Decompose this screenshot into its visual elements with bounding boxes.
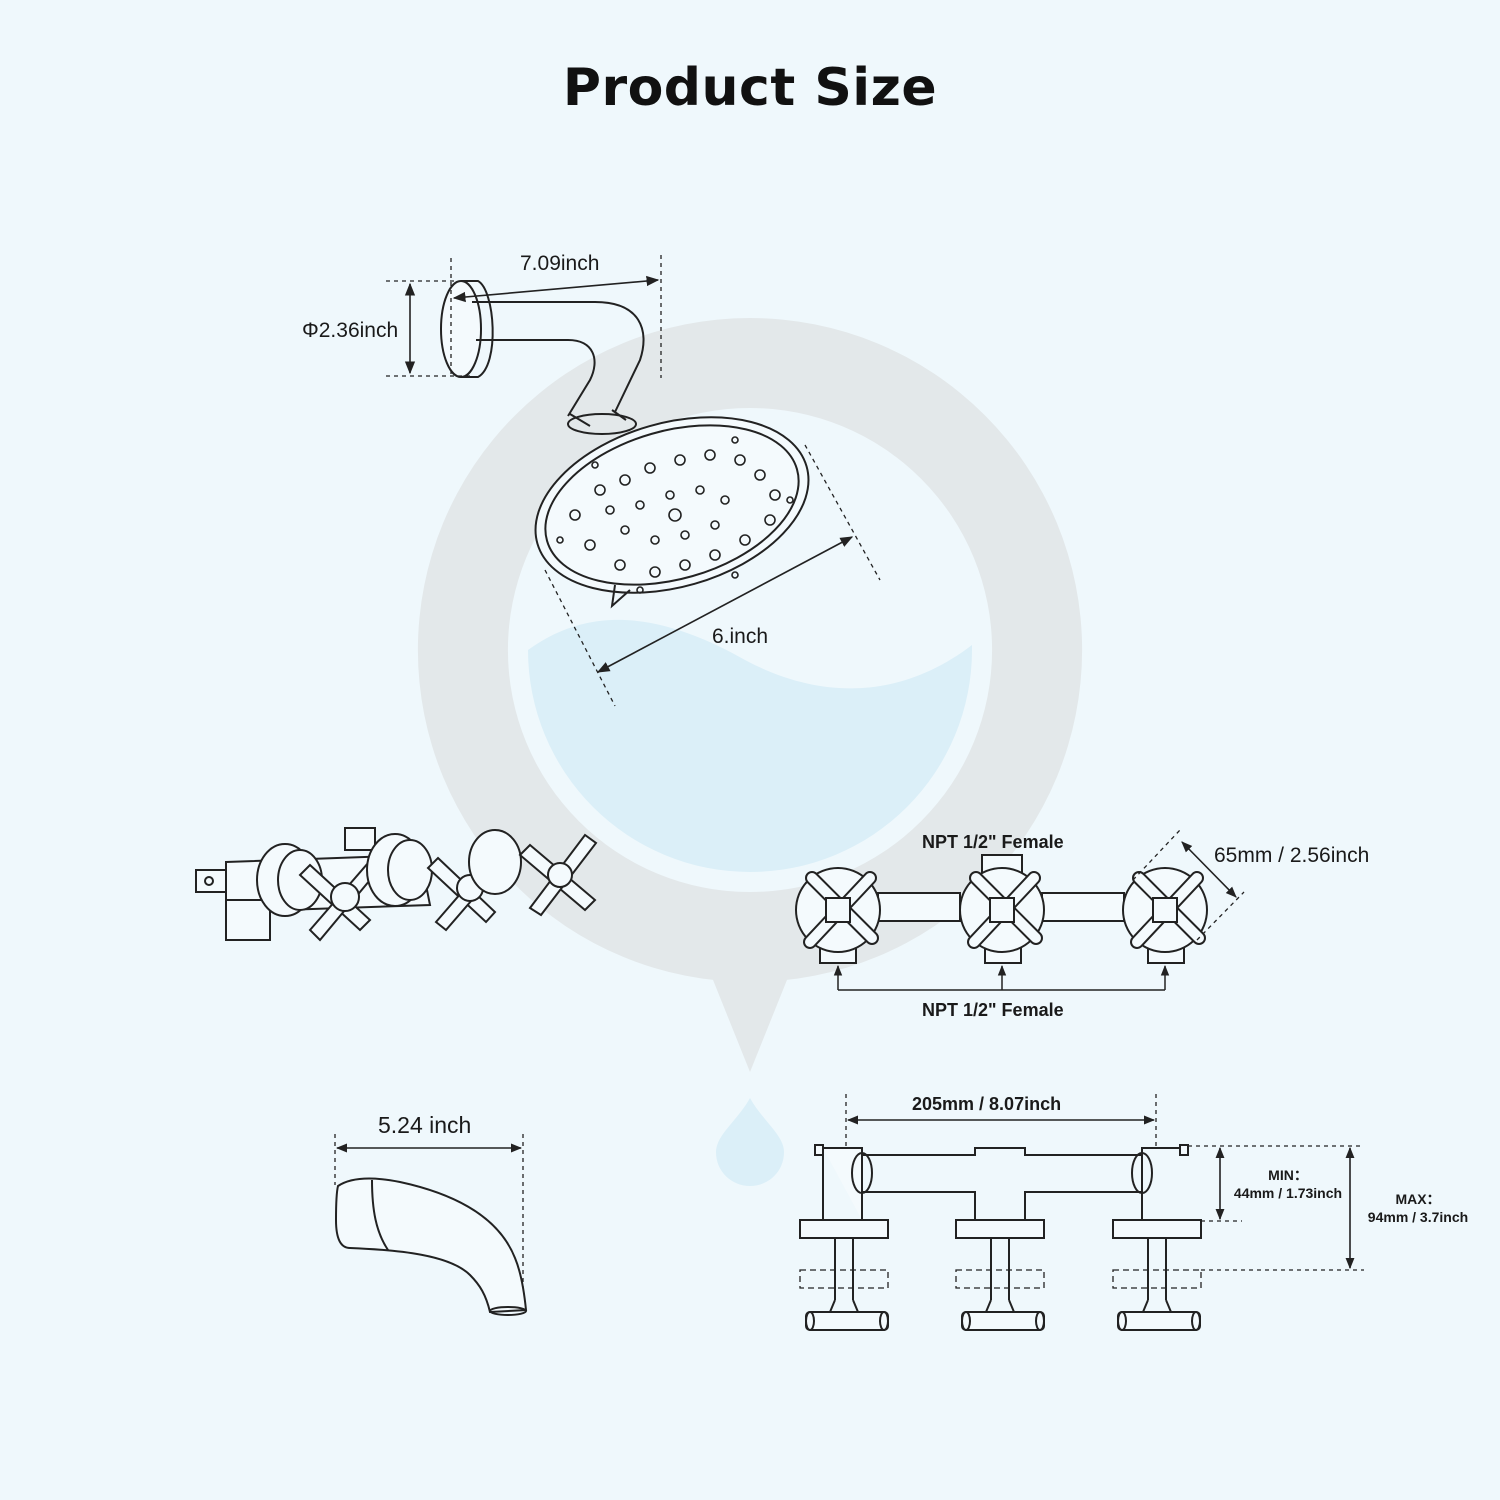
top-connection-label: NPT 1/2" Female — [922, 832, 1064, 852]
cross-handle-3 — [518, 833, 598, 917]
flange-diameter-label: Φ2.36inch — [302, 319, 399, 342]
spout-length-label: 5.24 inch — [378, 1112, 472, 1138]
min-depth-label: MIN： — [1268, 1167, 1308, 1183]
max-depth-caption: MAX： 94mm / 3.7inch — [1356, 1190, 1480, 1226]
bottom-connection-label: NPT 1/2" Female — [922, 1000, 1064, 1020]
front-handle-1 — [795, 867, 881, 953]
min-depth-caption: MIN： 44mm / 1.73inch — [1226, 1166, 1350, 1202]
head-diameter-label: 6.inch — [712, 625, 769, 648]
max-depth-value: 94mm / 3.7inch — [1367, 1209, 1469, 1225]
page-title: Product Size — [562, 58, 938, 118]
min-depth-value: 44mm / 1.73inch — [1233, 1185, 1343, 1201]
front-handle-2 — [959, 867, 1045, 953]
max-depth-label: MAX： — [1395, 1191, 1441, 1207]
arm-length-label: 7.09inch — [520, 252, 600, 275]
handle-size-label: 65mm / 2.56inch — [1214, 844, 1370, 867]
center-spacing-label: 205mm / 8.07inch — [912, 1094, 1062, 1114]
